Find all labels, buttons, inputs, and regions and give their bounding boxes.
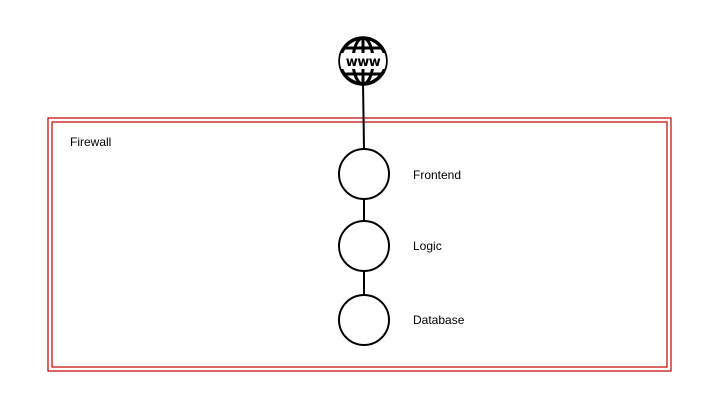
firewall-outer-border: [47, 117, 672, 372]
www-text: www: [346, 55, 381, 70]
frontend-label: Frontend: [413, 168, 461, 182]
firewall-boundary: Firewall: [47, 117, 672, 372]
logic-node-circle: [338, 220, 390, 272]
firewall-label: Firewall: [70, 135, 111, 149]
node-database: Database: [338, 294, 465, 346]
connector-internet-frontend: [362, 81, 365, 150]
logic-label: Logic: [413, 239, 442, 253]
node-frontend: Frontend: [338, 148, 461, 200]
database-node-circle: [338, 294, 390, 346]
database-label: Database: [413, 313, 465, 327]
firewall-inner-border: [51, 121, 668, 368]
frontend-node-circle: [338, 148, 390, 200]
www-globe-icon: www: [338, 36, 388, 86]
node-logic: Logic: [338, 220, 442, 272]
